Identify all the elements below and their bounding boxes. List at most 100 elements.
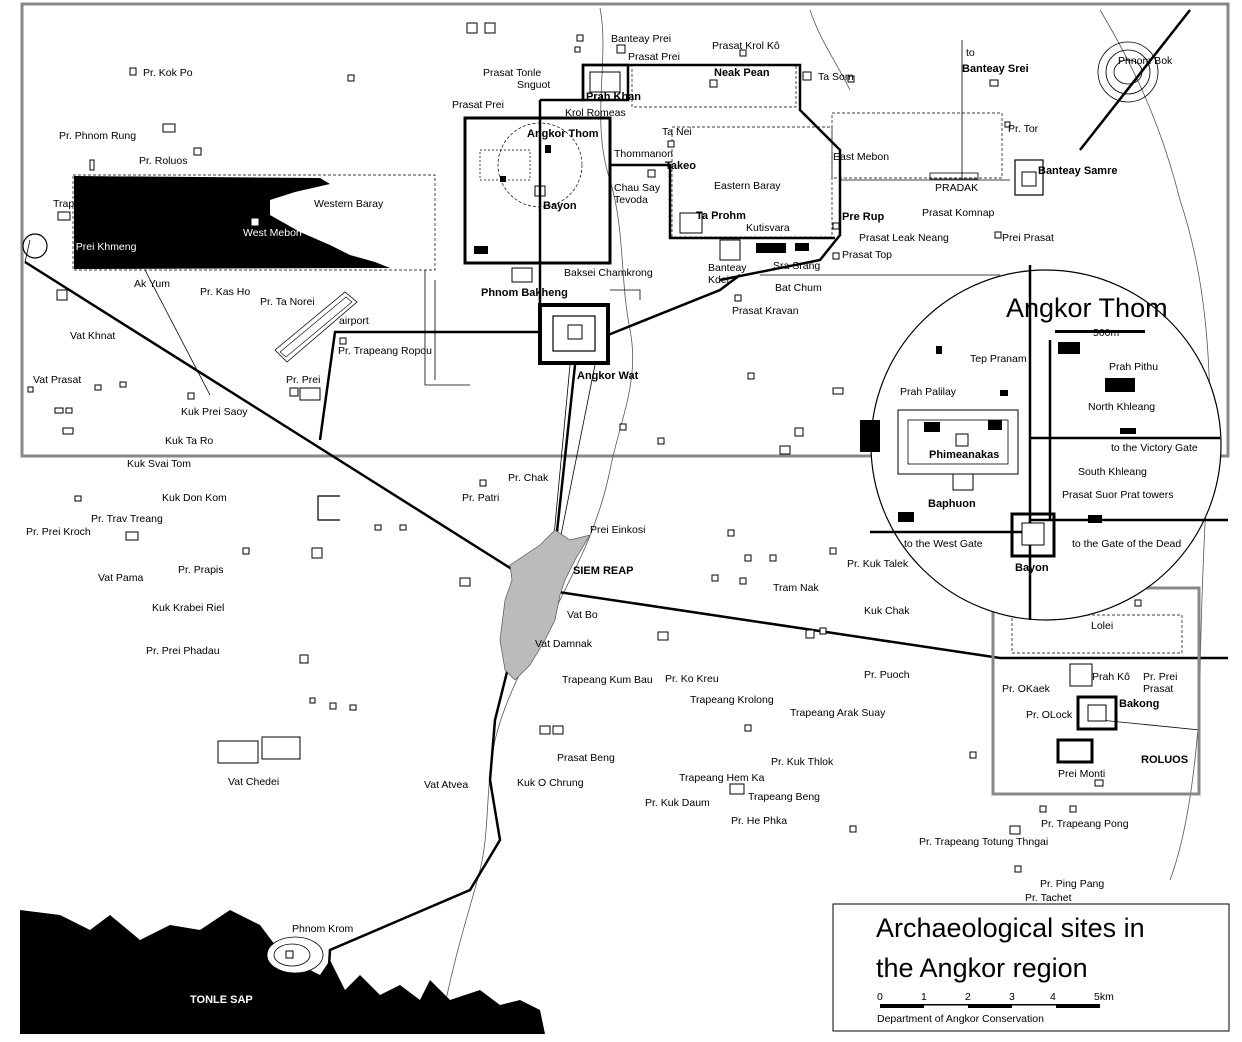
inset-labels: Angkor Thom 500m Tep Pranam Prah Pithu P…: [900, 293, 1198, 574]
label-krol-romeas: Krol Romeas: [565, 107, 626, 119]
tonle-sap-lake: [20, 910, 545, 1034]
vat-chedei-enclosure2: [261, 736, 301, 760]
label-banteay: Banteay: [708, 262, 747, 274]
inset-bayon-inner: [1021, 522, 1045, 546]
scale-tick-4: 4: [1050, 991, 1056, 1003]
label-bakong: Bakong: [1119, 698, 1159, 710]
inset-bayon-wall: [1010, 512, 1056, 558]
block-at3: [545, 145, 551, 153]
road-airport: [318, 330, 540, 441]
block-srang: [795, 243, 809, 251]
label-kuk-krabei-riel: Kuk Krabei Riel: [152, 602, 224, 614]
lolei-baray: [1011, 614, 1183, 654]
road-south: [323, 589, 547, 1031]
label-prei-monti: Prei Monti: [1058, 768, 1105, 780]
label-west-mebon: West Mebon: [243, 227, 302, 239]
label-vat-bo: Vat Bo: [567, 609, 598, 621]
angkor-thom-wall: [463, 116, 612, 265]
label-ta-prohm: Ta Prohm: [696, 210, 746, 222]
label-neak-pean: Neak Pean: [714, 67, 770, 79]
label-takeo: Takeo: [665, 160, 696, 172]
western-baray-water: [74, 176, 390, 269]
label-pr-roluos: Pr. Roluos: [139, 155, 187, 167]
label-angkor-thom: Angkor Thom: [527, 128, 599, 140]
angkor-wat-temple: [567, 324, 583, 340]
label-tram-nak: Tram Nak: [773, 582, 819, 594]
phnom-krom-hill: [266, 936, 324, 974]
north-frame: [20, 2, 1230, 458]
label-western-baray: Western Baray: [314, 198, 384, 210]
label-trapeang-arak-suay: Trapeang Arak Suay: [790, 707, 886, 719]
label-snguot: Snguot: [517, 79, 550, 91]
label-pr-prapis: Pr. Prapis: [178, 564, 224, 576]
label-pr-prei2: Pr. Prei: [1143, 671, 1177, 683]
label-kuk-ta-ro: Kuk Ta Ro: [165, 435, 213, 447]
label-kuk-svai-tom: Kuk Svai Tom: [127, 458, 191, 470]
label-trapeang-beng: Trapeang Beng: [748, 791, 820, 803]
phnom-krom-hill2: [273, 943, 311, 967]
road-north-diag: [1079, 9, 1191, 151]
label-bat-chum: Bat Chum: [775, 282, 822, 294]
scale-tick-1: 1: [921, 991, 927, 1003]
label-pr-ta-norei: Pr. Ta Norei: [260, 296, 315, 308]
label-pr-trapeang-ropou: Pr. Trapeang Ropou: [338, 345, 432, 357]
label-phnom-bok: Phnom Bok: [1118, 55, 1173, 67]
vat-chedei-enclosure: [217, 740, 259, 764]
phimeanakas-marker: [955, 433, 969, 447]
road-west: [24, 260, 546, 592]
label-roluos: ROLUOS: [1141, 754, 1188, 766]
banteay-samre: [1014, 159, 1044, 196]
label-trapeang-kum-bau: Trapeang Kum Bau: [562, 674, 653, 686]
label-phnom-bakheng: Phnom Bakheng: [481, 287, 568, 299]
label-kdei: Kdei: [708, 274, 729, 286]
label-pr-prei-khmeng: Pr. Prei Khmeng: [60, 241, 137, 253]
label-pr-tachet: Pr. Tachet: [1025, 892, 1072, 904]
label-ta-som: Ta Som: [818, 71, 854, 83]
road-east: [544, 588, 1228, 660]
scale-tick-3: 3: [1009, 991, 1015, 1003]
dyke-lines: [424, 270, 470, 386]
label-pr-trapeang-pong: Pr. Trapeang Pong: [1041, 818, 1129, 830]
label-vat-khnat: Vat Khnat: [70, 330, 115, 342]
label-pr-ko-kreu: Pr. Ko Kreu: [665, 673, 719, 685]
label-pr-ping-pang: Pr. Ping Pang: [1040, 878, 1104, 890]
road-small-circuit: [610, 163, 835, 240]
canal-west: [24, 239, 211, 396]
road-grand-circuit: [540, 63, 842, 282]
scale-tick-2: 2: [965, 991, 971, 1003]
label-vat-pama: Vat Pama: [98, 572, 143, 584]
label-prasat-krol-ko: Prasat Krol Kô: [712, 40, 780, 52]
label-pr-olock: Pr. OLock: [1026, 709, 1073, 721]
label-angkor-wat: Angkor Wat: [577, 370, 639, 382]
label-prasat-kravan: Prasat Kravan: [732, 305, 799, 317]
label-prasat-prei-left: Prasat Prei: [452, 99, 504, 111]
eastern-baray-extension: [831, 112, 1003, 179]
label-kuk-don-kom: Kuk Don Kom: [162, 492, 227, 504]
prah-ko-enclosure: [1069, 663, 1093, 687]
inset-gate-dead: to the Gate of the Dead: [1072, 538, 1181, 550]
label-phnom-krom: Phnom Krom: [292, 923, 354, 935]
block-at2: [500, 176, 506, 182]
label-banteay-prei: Banteay Prei: [611, 33, 671, 45]
map-title-line1: Archaeological sites in: [876, 913, 1145, 943]
label-vat-damnak: Vat Damnak: [535, 638, 593, 650]
scale-ticks: 0 1 2 3 4 5km: [877, 991, 1114, 1003]
label-eastern-baray: Eastern Baray: [714, 180, 781, 192]
bakong-inner: [1087, 704, 1107, 722]
inset-title: Angkor Thom: [1006, 293, 1168, 323]
label-ta-nei: Ta Nei: [662, 126, 692, 138]
label-banteay-samre: Banteay Samre: [1038, 165, 1118, 177]
inset-victory-gate: to the Victory Gate: [1111, 442, 1198, 454]
bakong-moat: [1076, 695, 1118, 731]
label-east-mebon: East Mebon: [833, 151, 889, 163]
label-pr-kok-po: Pr. Kok Po: [143, 67, 193, 79]
airport-runway: [274, 291, 358, 363]
label-prasat-tonle: Prasat Tonle: [483, 67, 541, 79]
label-siem-reap: SIEM REAP: [573, 565, 634, 577]
inset-black-blocks: [860, 342, 1136, 523]
label-prei-einkosi: Prei Einkosi: [590, 524, 645, 536]
phnom-bok-hill2: [1105, 49, 1151, 95]
label-pr-chak: Pr. Chak: [508, 472, 549, 484]
label-pr-kas-ho: Pr. Kas Ho: [200, 286, 250, 298]
